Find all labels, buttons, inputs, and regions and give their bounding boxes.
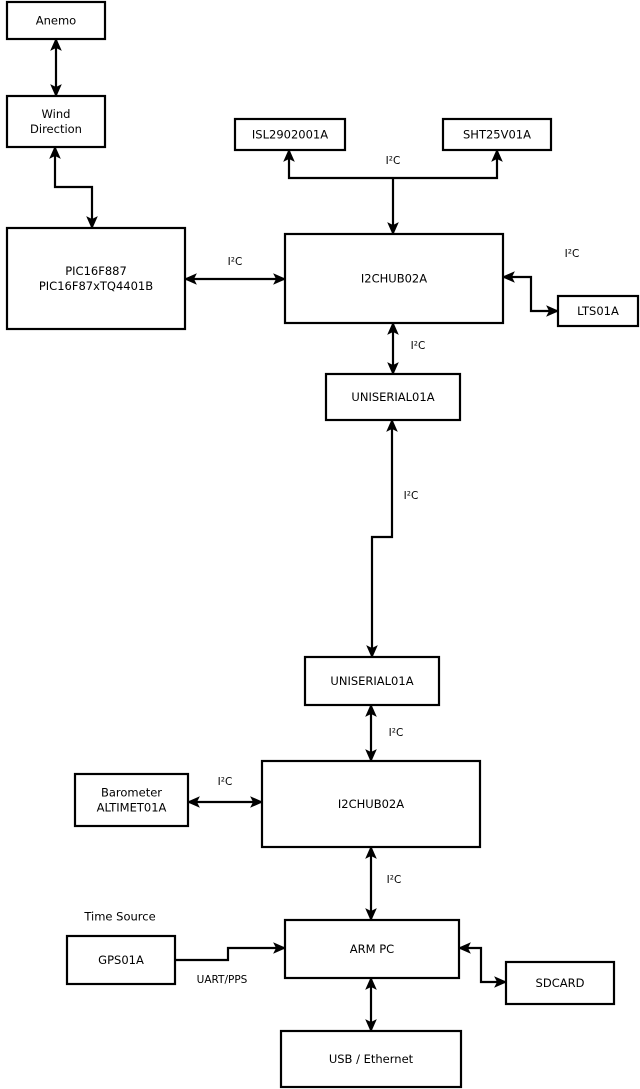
edge-wind-pic (49, 145, 98, 230)
free-labels-layer: Time Source (83, 910, 155, 924)
edge-armpc-sdcard (457, 942, 508, 988)
node-label: I2CHUB02A (338, 797, 404, 811)
node-label: USB / Ethernet (329, 1052, 414, 1066)
node-box[interactable] (303, 655, 441, 707)
node-label: UNISERIAL01A (330, 674, 413, 688)
node-label: LTS01A (577, 304, 619, 318)
node-box[interactable] (279, 1029, 463, 1089)
node-label: GPS01A (98, 953, 144, 967)
node-label: Anemo (36, 13, 76, 27)
node-isl2902001a[interactable]: ISL2902001A (233, 117, 347, 152)
edge-label: I²C (228, 256, 243, 268)
edge-label: I²C (218, 776, 233, 788)
node-label: SHT25V01A (463, 127, 531, 141)
node-box[interactable] (556, 294, 640, 328)
node-box[interactable] (5, 0, 107, 41)
node-box[interactable] (73, 772, 190, 828)
edge-label: UART/PPS (197, 974, 248, 986)
edge-line (501, 271, 560, 317)
node-i2chub-top[interactable]: I2CHUB02A (283, 232, 505, 325)
node-label: UNISERIAL01A (351, 390, 434, 404)
edges-layer: I²C I²C I²C I²C I²C I²C I²C I²C UART/PPS (49, 37, 580, 1033)
edge-pic-i2chub-top: I²C (183, 256, 287, 285)
node-box[interactable] (441, 117, 553, 152)
node-box[interactable] (65, 934, 177, 986)
edge-line (49, 145, 98, 230)
edge-i2chub-top-sensors: I²C (283, 148, 503, 180)
node-i2chub-bot[interactable]: I2CHUB02A (260, 759, 482, 849)
edge-label: I²C (386, 155, 401, 167)
edge-uniserial-link: I²C (366, 418, 419, 659)
node-uniserial-top[interactable]: UNISERIAL01A (324, 372, 462, 422)
node-uniserial-bot[interactable]: UNISERIAL01A (303, 655, 441, 707)
node-box[interactable] (5, 226, 187, 331)
node-box[interactable] (283, 232, 505, 325)
time-source-label: Time Source (83, 910, 155, 924)
node-box[interactable] (233, 117, 347, 152)
edge-line (457, 942, 508, 988)
node-armpc[interactable]: ARM PC (283, 918, 461, 980)
node-box[interactable] (324, 372, 462, 422)
edge-line (366, 418, 398, 659)
edge-barometer-i2chub-bot: I²C (186, 776, 264, 808)
edge-i2chub-top-lts01a: I²C (501, 248, 580, 317)
node-sht25v01a[interactable]: SHT25V01A (441, 117, 553, 152)
node-box[interactable] (260, 759, 482, 849)
node-label: ISL2902001A (252, 127, 328, 141)
edge-i2chub-top-uniserial-top: I²C (387, 321, 426, 376)
node-usb-ethernet[interactable]: USB / Ethernet (279, 1029, 463, 1089)
node-anemo[interactable]: Anemo (5, 0, 107, 41)
node-label: I2CHUB02A (361, 271, 427, 285)
node-box[interactable] (5, 94, 107, 149)
edge-label: I²C (411, 340, 426, 352)
node-box[interactable] (504, 960, 616, 1006)
node-lts01a[interactable]: LTS01A (556, 294, 640, 328)
node-label: ARM PC (350, 942, 394, 956)
node-box[interactable] (283, 918, 461, 980)
edge-line (175, 942, 287, 962)
edge-uniserial-bot-i2chub-bot: I²C (365, 703, 404, 763)
edge-label: I²C (565, 248, 580, 260)
node-label: SDCARD (536, 976, 585, 990)
edge-label: I²C (387, 874, 402, 886)
edge-gps-armpc: UART/PPS (175, 942, 287, 986)
node-gps01a[interactable]: GPS01A (65, 934, 177, 986)
node-sdcard[interactable]: SDCARD (504, 960, 616, 1006)
edge-label: I²C (389, 727, 404, 739)
edge-label: I²C (404, 490, 419, 502)
edge-i2chub-bot-armpc: I²C (365, 845, 402, 922)
